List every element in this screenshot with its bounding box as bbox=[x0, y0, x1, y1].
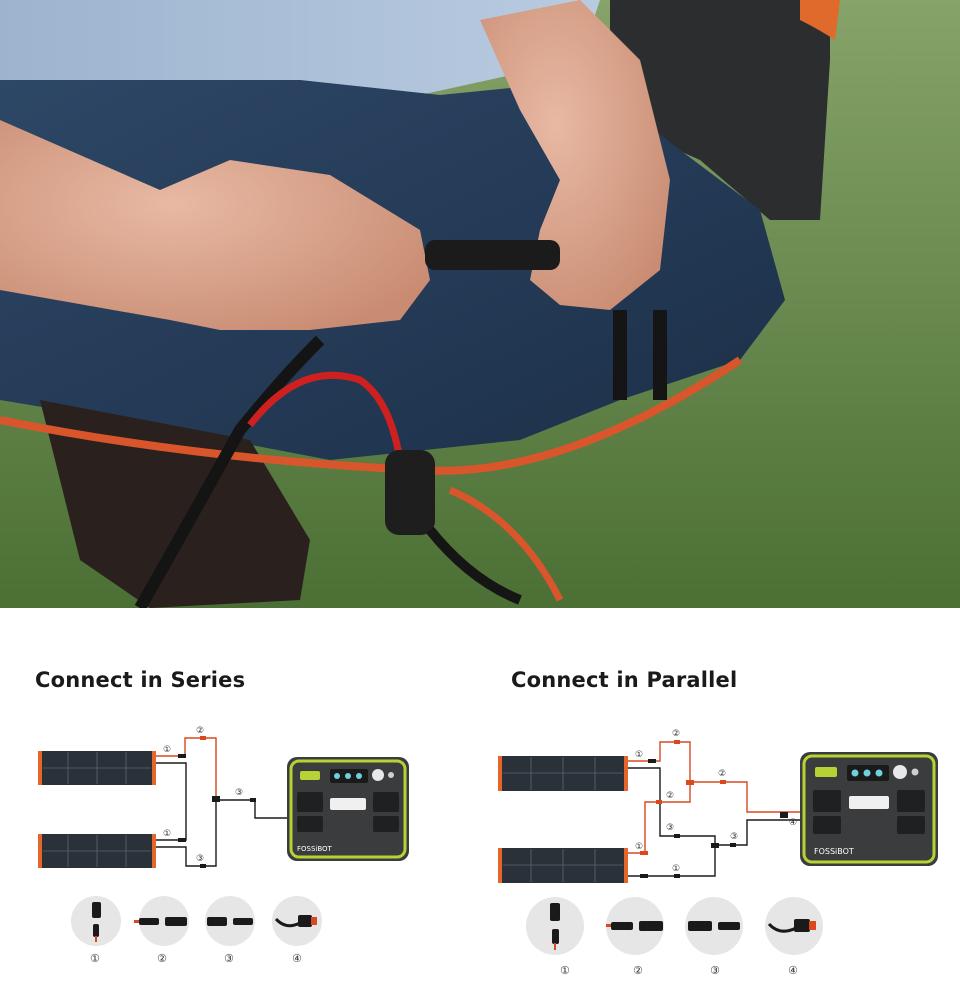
series-title: Connect in Series bbox=[35, 668, 246, 692]
parallel-legend-4: ④ bbox=[788, 964, 798, 977]
parallel-marker-3: ② bbox=[718, 769, 726, 779]
solar-panel-bottom-parallel bbox=[498, 848, 628, 883]
parallel-panel: Connect in Parallel bbox=[480, 640, 960, 1000]
parallel-marker-9: ④ bbox=[789, 818, 797, 828]
series-wiring bbox=[156, 737, 288, 867]
series-marker-2: ② bbox=[196, 726, 204, 736]
photo-illustration bbox=[0, 0, 960, 608]
solar-panel-bottom bbox=[38, 834, 156, 868]
parallel-marker-2: ② bbox=[672, 729, 680, 739]
power-station-parallel: FOSSiBOT bbox=[800, 752, 938, 866]
solar-panel-top-parallel bbox=[498, 756, 628, 791]
parallel-marker-8: ① bbox=[672, 864, 680, 874]
series-marker-1: ① bbox=[163, 745, 171, 755]
product-photo bbox=[0, 0, 960, 608]
series-legend bbox=[71, 896, 322, 946]
parallel-marker-4: ② bbox=[666, 791, 674, 801]
parallel-diagram: ① ② ② ② ③ ③ ① ① ④ FOSSiBOT bbox=[498, 729, 938, 977]
parallel-marker-6: ③ bbox=[730, 832, 738, 842]
series-marker-5: ③ bbox=[196, 854, 204, 864]
series-marker-4: ① bbox=[163, 829, 171, 839]
parallel-legend bbox=[526, 897, 823, 955]
solar-panel-top bbox=[38, 751, 156, 785]
parallel-marker-5: ③ bbox=[666, 823, 674, 833]
series-panel: Connect in Series bbox=[0, 640, 480, 1000]
parallel-marker-1: ① bbox=[635, 750, 643, 760]
parallel-marker-7: ① bbox=[635, 842, 643, 852]
parallel-legend-1: ① bbox=[560, 964, 570, 977]
series-marker-3: ③ bbox=[235, 788, 243, 798]
station-brand: FOSSiBOT bbox=[297, 845, 333, 853]
series-diagram: ① ② ③ ① ③ FOSSiBOT bbox=[38, 726, 409, 965]
parallel-legend-3: ③ bbox=[710, 964, 720, 977]
series-legend-4: ④ bbox=[292, 952, 302, 965]
series-legend-3: ③ bbox=[224, 952, 234, 965]
power-station-series: FOSSiBOT bbox=[287, 757, 409, 861]
series-legend-2: ② bbox=[157, 952, 167, 965]
parallel-legend-2: ② bbox=[633, 964, 643, 977]
series-legend-1: ① bbox=[90, 952, 100, 965]
station-brand-parallel: FOSSiBOT bbox=[814, 847, 854, 856]
parallel-title: Connect in Parallel bbox=[511, 668, 738, 692]
